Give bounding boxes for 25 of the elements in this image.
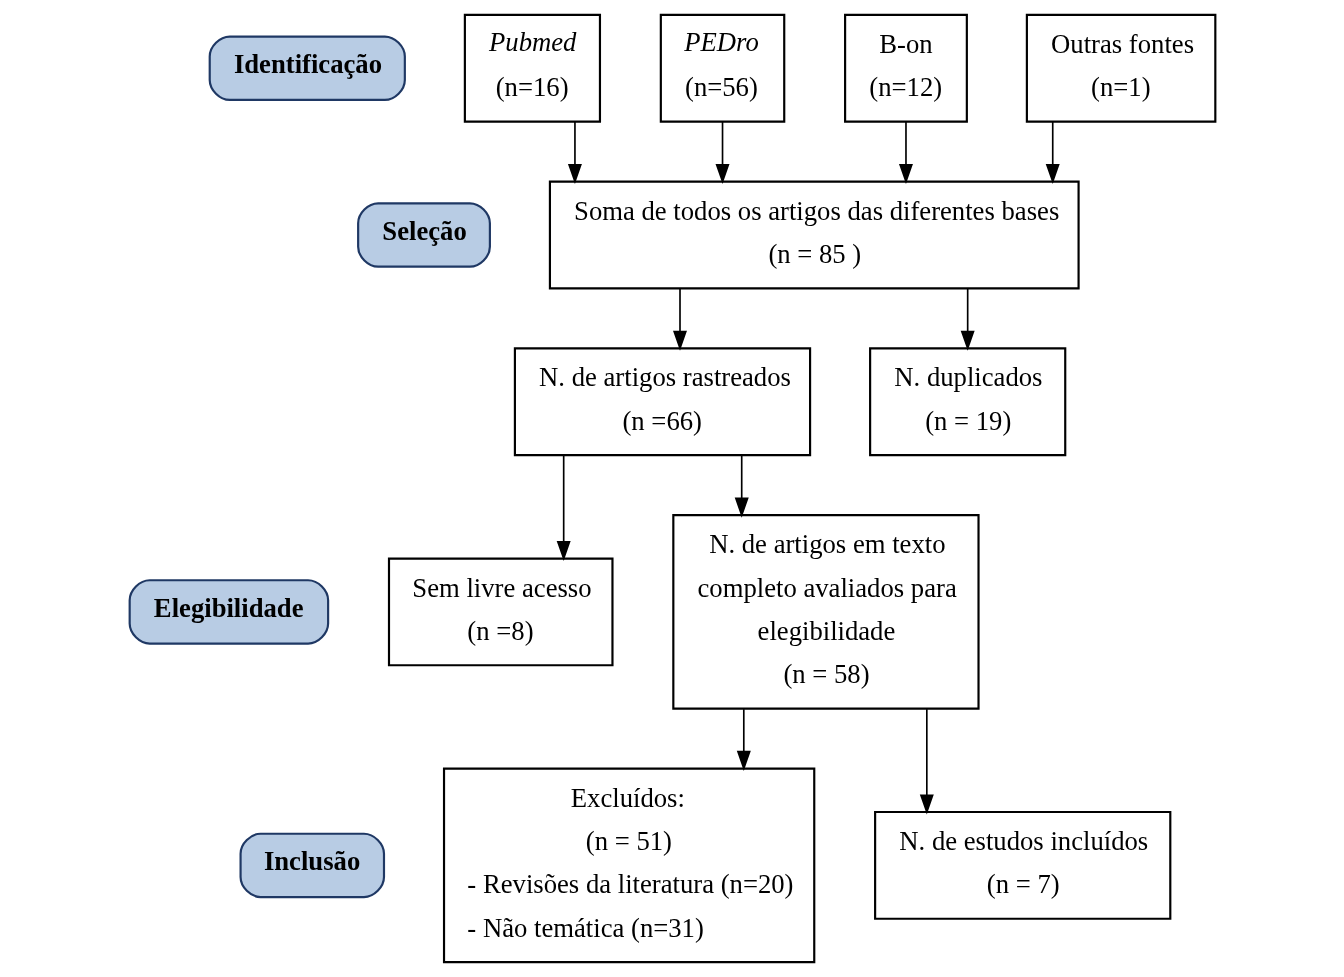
node-box: Elegibilidade	[128, 579, 329, 645]
node-box: Identificação	[208, 35, 406, 101]
arrow	[919, 708, 934, 815]
node-box: Pubmed (n=16)	[463, 13, 601, 123]
node-box: PEDro (n=56)	[659, 13, 785, 123]
node-box: N. de artigos em texto completo avaliados para elegibilidade (n = 58)	[671, 514, 980, 710]
arrow	[1045, 121, 1060, 184]
node-box: N. duplicados (n = 19)	[868, 347, 1066, 457]
arrow	[898, 121, 913, 184]
node-box: Inclusão	[239, 832, 385, 899]
node-box: Seleção	[356, 202, 491, 268]
arrow	[715, 121, 730, 184]
node-box: Sem livre acesso (n =8)	[387, 557, 614, 667]
arrow	[960, 287, 975, 351]
node-box: N. de artigos rastreados (n =66)	[513, 347, 811, 457]
node-box: Soma de todos os artigos das diferentes bases (n = 85 )	[548, 180, 1080, 290]
arrow	[672, 287, 687, 351]
arrow	[736, 708, 751, 771]
node-box: B-on (n=12)	[843, 13, 968, 123]
arrow	[567, 121, 582, 184]
node-box: N. de estudos incluídos (n = 7)	[873, 810, 1171, 920]
node-box: Outras fontes (n=1)	[1025, 13, 1216, 123]
node-box: Excluídos: (n = 51) - Revisões da literatura (n=20) - Não temática (n=31)	[442, 767, 815, 964]
arrow	[556, 454, 571, 561]
arrow	[734, 454, 749, 518]
